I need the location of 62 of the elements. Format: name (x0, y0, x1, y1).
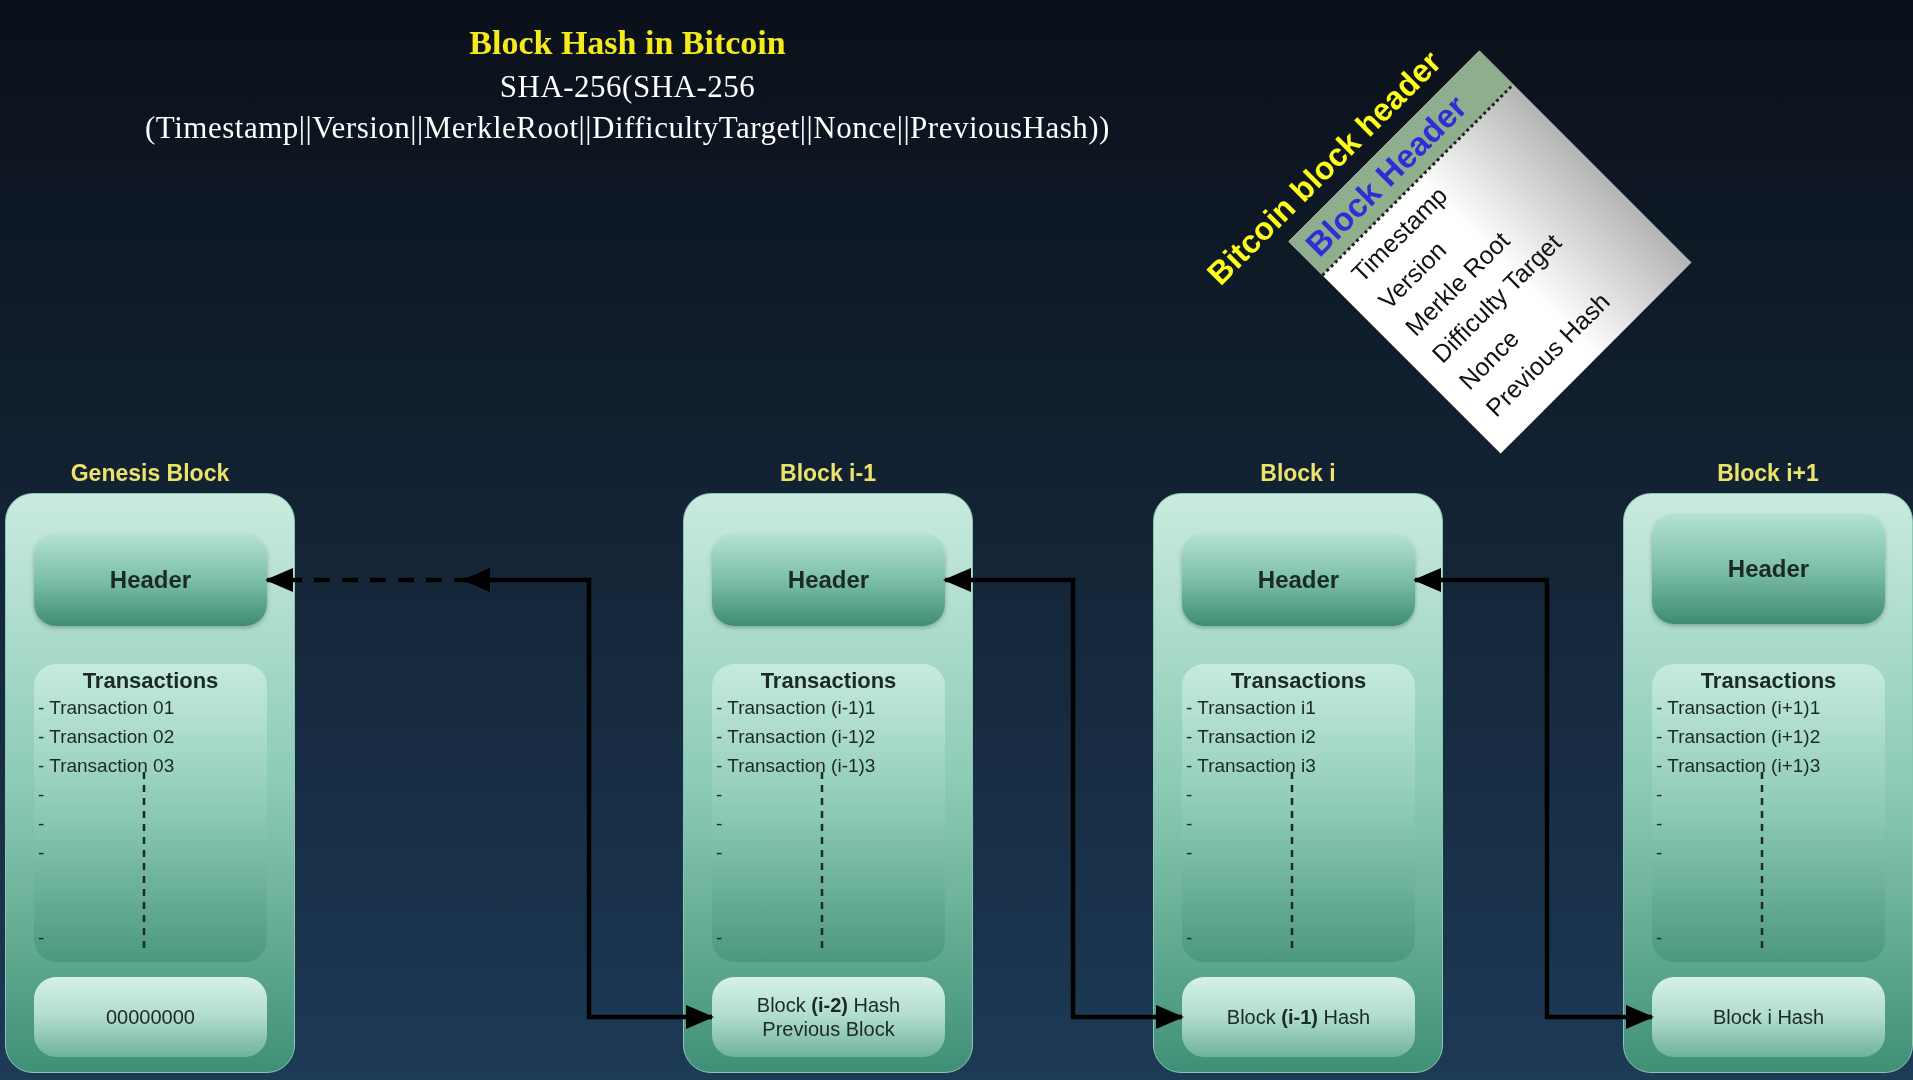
title: Block Hash in Bitcoin (469, 23, 786, 63)
header-label: Header (1257, 565, 1340, 595)
transaction-item: - Transaction (i-1)3 (716, 754, 876, 778)
section-heading: Transactions (759, 668, 898, 694)
transaction-item: - (1186, 841, 1193, 865)
block-title: Block i+1 (1716, 459, 1820, 487)
section-heading: Transactions (1699, 668, 1838, 694)
connector-arrow (462, 568, 714, 1029)
header-label: Header (109, 565, 192, 595)
connector-arrow (1413, 568, 1654, 1029)
transaction-item: - (38, 812, 45, 836)
transactions-panel (34, 664, 267, 962)
transaction-item: - (1656, 812, 1663, 836)
hash-box (712, 977, 945, 1057)
transaction-item: - (716, 841, 723, 865)
section-heading: Transactions (81, 668, 220, 694)
hash-box (34, 977, 267, 1057)
transaction-item: - Transaction (i-1)2 (716, 725, 876, 749)
transaction-item: - Transaction 01 (38, 696, 175, 720)
section-heading: Transactions (1229, 668, 1368, 694)
transaction-item: - (1656, 926, 1663, 950)
block-title: Block i-1 (779, 459, 877, 487)
transaction-item: - (38, 841, 45, 865)
block-title: Genesis Block (69, 459, 231, 487)
header-box (1182, 534, 1415, 626)
transaction-item: - (1186, 812, 1193, 836)
transaction-item: - Transaction (i+1)1 (1656, 696, 1821, 720)
transactions-panel (1652, 664, 1885, 962)
formula-text: SHA-256(SHA-256 (499, 68, 756, 106)
transaction-item: - (1186, 783, 1193, 807)
header-label: Header (787, 565, 870, 595)
transaction-item: - (716, 812, 723, 836)
transaction-item: - (38, 783, 45, 807)
transaction-item: - Transaction 03 (38, 754, 175, 778)
transaction-item: - Transaction (i-1)1 (716, 696, 876, 720)
hash-label: Block i Hash (1712, 1005, 1825, 1029)
transaction-item: - Transaction i2 (1186, 725, 1316, 749)
transaction-item: - Transaction i1 (1186, 696, 1316, 720)
transaction-item: - Transaction (i+1)3 (1656, 754, 1821, 778)
hash-label: Block (i-2) Hash Previous Block (755, 993, 902, 1041)
hash-label: Block (i-1) Hash (1226, 1005, 1371, 1029)
transaction-item: - Transaction i3 (1186, 754, 1316, 778)
block-title: Block i (1259, 459, 1337, 487)
transaction-item: - Transaction 02 (38, 725, 175, 749)
transaction-item: - (1656, 841, 1663, 865)
transaction-item: - (716, 783, 723, 807)
transaction-item: - Transaction (i+1)2 (1656, 725, 1821, 749)
header-box (1652, 514, 1885, 624)
transactions-panel (712, 664, 945, 962)
header-box (34, 534, 267, 626)
formula-text: (Timestamp||Version||MerkleRoot||DifficultyTarget||Nonce||PreviousHash)) (145, 109, 1110, 147)
transaction-item: - (38, 926, 45, 950)
hash-label: 00000000 (106, 1005, 195, 1029)
hash-box (1182, 977, 1415, 1057)
transaction-item: - (1186, 926, 1193, 950)
hash-box (1652, 977, 1885, 1057)
connector-arrow (943, 568, 1184, 1029)
transaction-item: - (716, 926, 723, 950)
transaction-item: - (1656, 783, 1663, 807)
header-box (712, 534, 945, 626)
transactions-panel (1182, 664, 1415, 962)
header-label: Header (1727, 554, 1810, 584)
